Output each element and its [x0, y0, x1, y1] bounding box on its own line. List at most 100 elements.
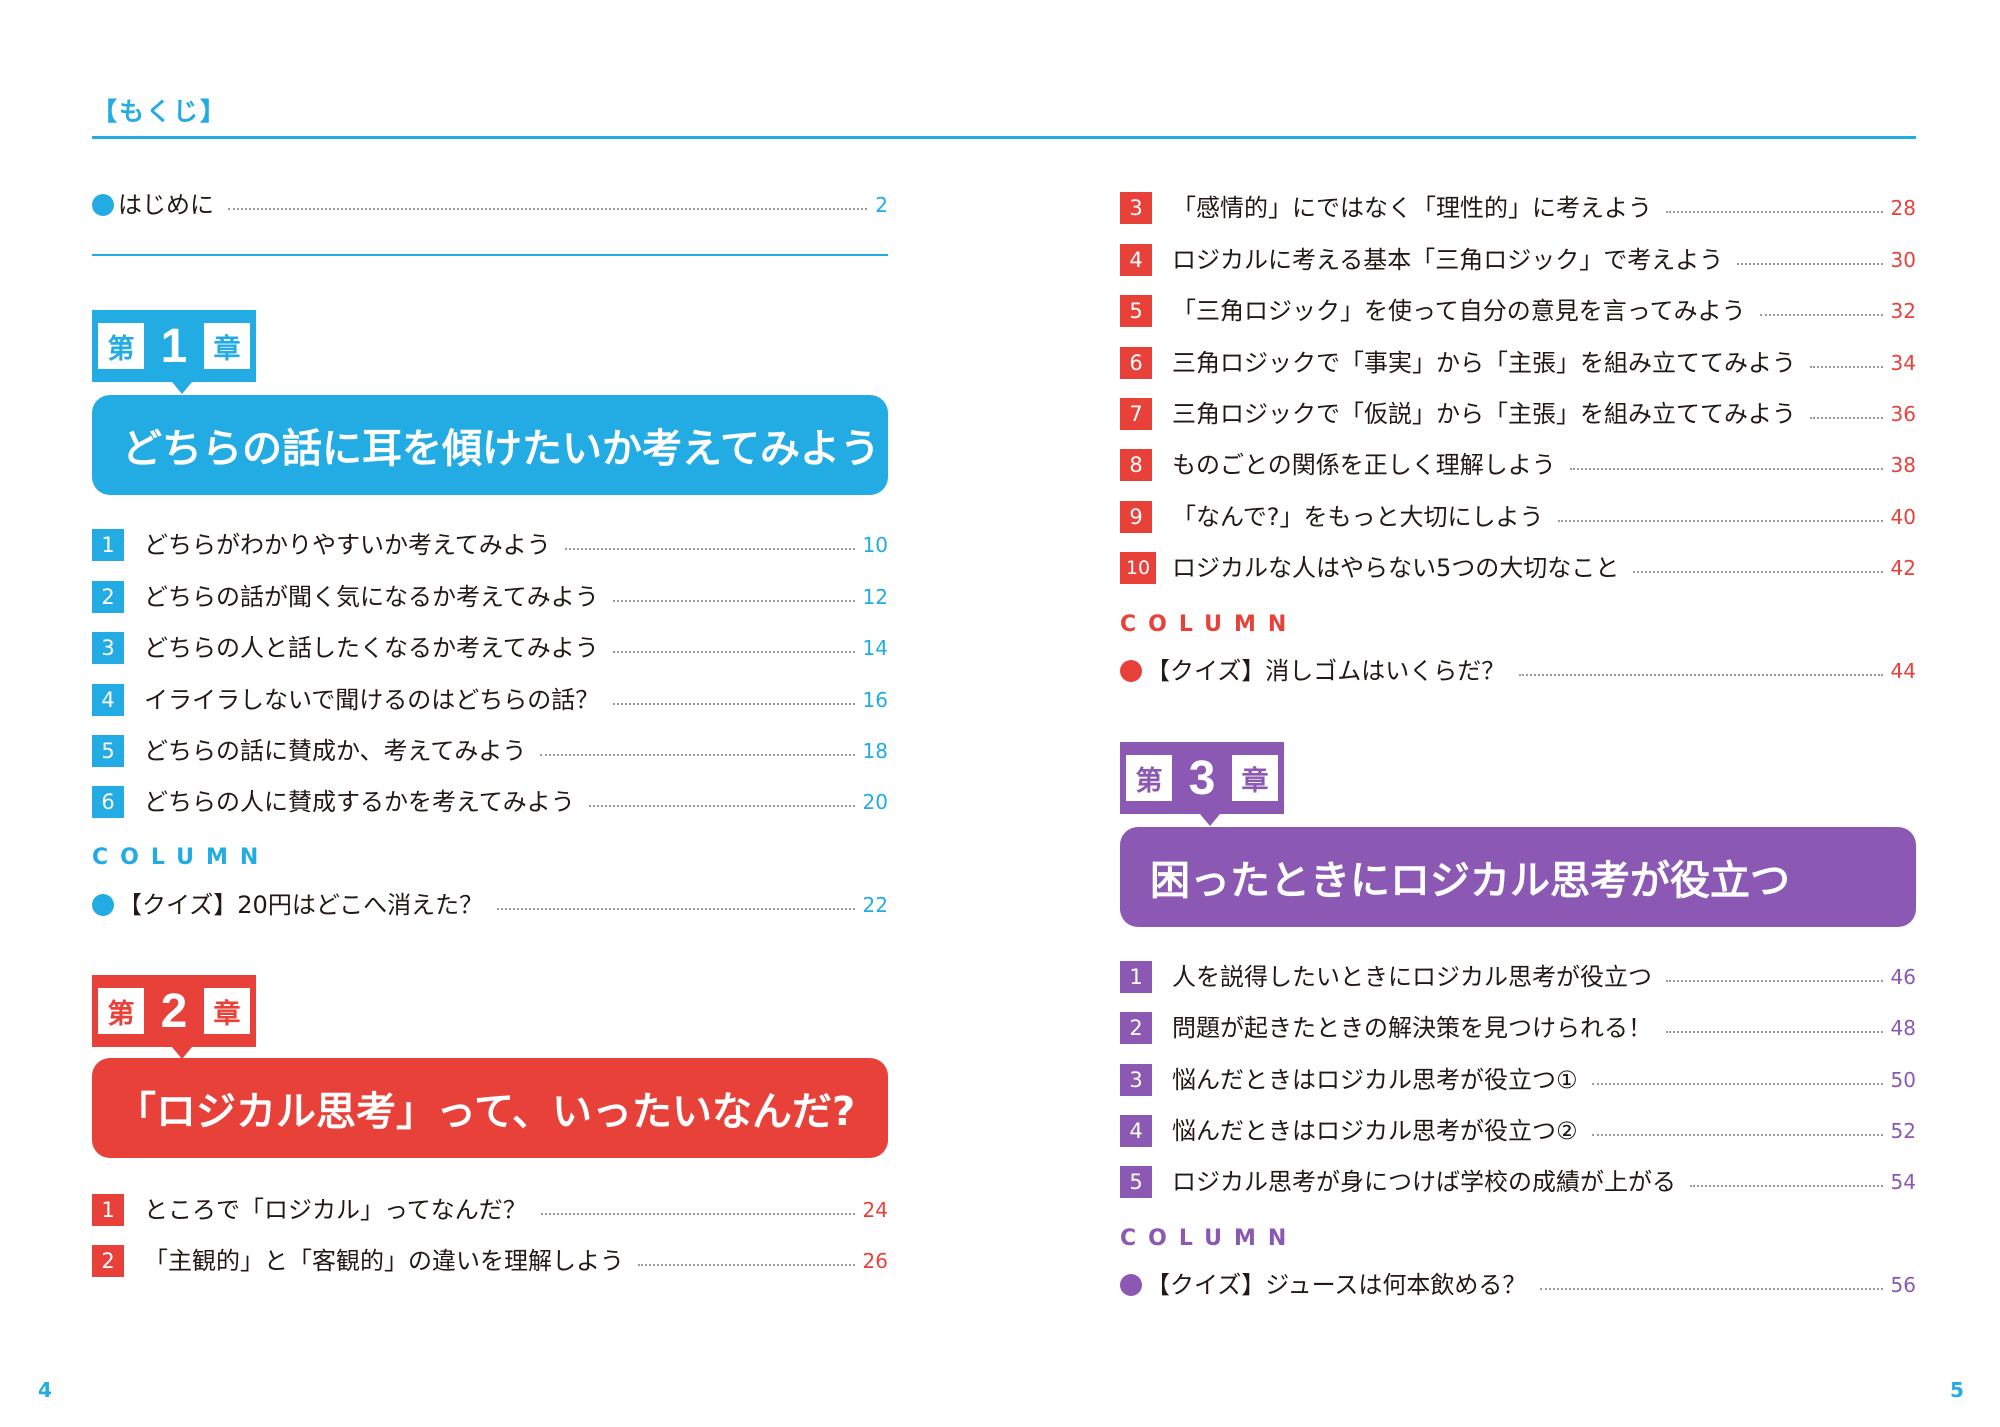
chapter-2-title[interactable]: 「ロジカル思考」って、いったいなんだ? [92, 1058, 888, 1158]
item-number: 7 [1120, 398, 1152, 430]
toc-row[interactable]: 1 どちらがわかりやすいか考えてみよう 10 [92, 525, 888, 565]
item-number: 5 [92, 735, 124, 767]
toc-row[interactable]: 2 問題が起きたときの解決策を見つけられる！ 48 [1120, 1008, 1916, 1048]
dotted-leader [1540, 1288, 1883, 1290]
toc-row[interactable]: 5 ロジカル思考が身につけば学校の成績が上がる 54 [1120, 1162, 1916, 1202]
page-ref: 56 [1890, 1273, 1916, 1297]
dotted-leader [1690, 1185, 1883, 1187]
dotted-leader [1666, 980, 1883, 982]
toc-title: ロジカル思考が身につけば学校の成績が上がる [1172, 1168, 1676, 1196]
toc-row[interactable]: 3 「感情的」にではなく「理性的」に考えよう 28 [1120, 188, 1916, 228]
item-number: 3 [1120, 192, 1152, 224]
item-number: 4 [1120, 1115, 1152, 1147]
toc-title: どちらの話が聞く気になるか考えてみよう [144, 583, 599, 611]
item-number: 2 [92, 581, 124, 613]
page-ref: 24 [862, 1198, 888, 1222]
dotted-leader [1737, 263, 1883, 265]
dotted-leader [564, 548, 855, 550]
item-number: 4 [92, 684, 124, 716]
chapter-number: 3 [1172, 752, 1232, 805]
item-number: 5 [1120, 1166, 1152, 1198]
toc-row-column[interactable]: 【クイズ】ジュースは何本飲める？ 56 [1120, 1265, 1916, 1305]
page-ref: 40 [1890, 505, 1916, 529]
toc-row-intro[interactable]: はじめに 2 [92, 185, 888, 225]
toc-row[interactable]: 1 ところで「ロジカル」ってなんだ？ 24 [92, 1190, 888, 1230]
chapter-number: 1 [144, 320, 204, 373]
page-ref: 12 [862, 585, 888, 609]
toc-row[interactable]: 2 「主観的」と「客観的」の違いを理解しよう 26 [92, 1241, 888, 1281]
toc-row[interactable]: 6 どちらの人に賛成するかを考えてみよう 20 [92, 782, 888, 822]
item-number: 6 [92, 786, 124, 818]
toc-title: 【クイズ】20円はどこへ消えた？ [118, 891, 484, 919]
page-ref: 26 [862, 1249, 888, 1273]
item-number: 5 [1120, 295, 1152, 327]
toc-row-column[interactable]: 【クイズ】消しゴムはいくらだ？ 44 [1120, 651, 1916, 691]
header-rule [92, 136, 1916, 139]
chapter-3-title[interactable]: 困ったときにロジカル思考が役立つ [1120, 827, 1916, 927]
badge-pointer [172, 1047, 192, 1059]
dotted-leader [1519, 674, 1883, 676]
item-number: 4 [1120, 244, 1152, 276]
toc-row[interactable]: 2 どちらの話が聞く気になるか考えてみよう 12 [92, 577, 888, 617]
toc-row[interactable]: 3 どちらの人と話したくなるか考えてみよう 14 [92, 628, 888, 668]
toc-row[interactable]: 9 「なんで?」をもっと大切にしよう 40 [1120, 497, 1916, 537]
toc-title: 「三角ロジック」を使って自分の意見を言ってみよう [1172, 297, 1746, 325]
column-label: COLUMN [1120, 1226, 1299, 1251]
dotted-leader [638, 1264, 855, 1266]
page-ref: 14 [862, 636, 888, 660]
toc-row-column[interactable]: 【クイズ】20円はどこへ消えた？ 22 [92, 885, 888, 925]
item-number: 10 [1120, 552, 1156, 584]
toc-title: 問題が起きたときの解決策を見つけられる！ [1172, 1014, 1652, 1042]
chapter-suffix: 章 [204, 988, 250, 1034]
dotted-leader [228, 208, 868, 210]
toc-row[interactable]: 6 三角ロジックで「事実」から「主張」を組み立ててみよう 34 [1120, 343, 1916, 383]
dotted-leader [540, 754, 855, 756]
page-ref: 50 [1890, 1068, 1916, 1092]
toc-title: 「なんで?」をもっと大切にしよう [1172, 503, 1544, 531]
toc-row[interactable]: 4 イライラしないで聞けるのはどちらの話？ 16 [92, 680, 888, 720]
toc-title: ロジカルに考える基本「三角ロジック」で考えよう [1172, 246, 1724, 274]
toc-row[interactable]: 4 悩んだときはロジカル思考が役立つ② 52 [1120, 1111, 1916, 1151]
toc-row[interactable]: 5 「三角ロジック」を使って自分の意見を言ってみよう 32 [1120, 291, 1916, 331]
toc-row[interactable]: 5 どちらの話に賛成か、考えてみよう 18 [92, 731, 888, 771]
toc-row[interactable]: 3 悩んだときはロジカル思考が役立つ① 50 [1120, 1060, 1916, 1100]
chapter-prefix: 第 [1126, 755, 1172, 801]
toc-title: ところで「ロジカル」ってなんだ？ [144, 1196, 527, 1224]
chapter-prefix: 第 [98, 988, 144, 1034]
column-label: COLUMN [92, 845, 271, 870]
toc-title: ものごとの関係を正しく理解しよう [1172, 451, 1556, 479]
toc-row[interactable]: 8 ものごとの関係を正しく理解しよう 38 [1120, 445, 1916, 485]
toc-title: はじめに [118, 191, 214, 219]
page-ref: 36 [1890, 402, 1916, 426]
toc-title: どちらの話に賛成か、考えてみよう [144, 737, 527, 765]
page-ref: 2 [875, 193, 888, 217]
page-ref: 32 [1890, 299, 1916, 323]
toc-title: 人を説得したいときにロジカル思考が役立つ [1172, 963, 1652, 991]
bullet-dot [92, 894, 114, 916]
toc-title: 【クイズ】消しゴムはいくらだ？ [1146, 657, 1506, 685]
page-number-right: 5 [1950, 1378, 1964, 1402]
toc-row[interactable]: 7 三角ロジックで「仮説」から「主張」を組み立ててみよう 36 [1120, 394, 1916, 434]
chapter-suffix: 章 [1232, 755, 1278, 801]
item-number: 3 [92, 632, 124, 664]
chapter-1-title[interactable]: どちらの話に耳を傾けたいか考えてみよう [92, 395, 888, 495]
toc-title: 「感情的」にではなく「理性的」に考えよう [1172, 194, 1652, 222]
chapter-2-badge: 第 2 章 [92, 975, 256, 1059]
toc-title: どちらの人と話したくなるか考えてみよう [144, 634, 599, 662]
dotted-leader [1633, 571, 1883, 573]
page-ref: 34 [1890, 351, 1916, 375]
toc-row[interactable]: 10 ロジカルな人はやらない5つの大切なこと 42 [1120, 548, 1916, 588]
toc-title: どちらがわかりやすいか考えてみよう [144, 531, 551, 559]
toc-row[interactable]: 4 ロジカルに考える基本「三角ロジック」で考えよう 30 [1120, 240, 1916, 280]
toc-row[interactable]: 1 人を説得したいときにロジカル思考が役立つ 46 [1120, 957, 1916, 997]
bullet-dot [1120, 660, 1142, 682]
dotted-leader [1557, 520, 1883, 522]
toc-title: 【クイズ】ジュースは何本飲める？ [1146, 1271, 1527, 1299]
toc-title: 三角ロジックで「事実」から「主張」を組み立ててみよう [1172, 349, 1796, 377]
dotted-leader [1810, 366, 1883, 368]
page-ref: 38 [1890, 453, 1916, 477]
toc-title: イライラしないで聞けるのはどちらの話？ [144, 686, 600, 714]
chapter-3-badge: 第 3 章 [1120, 742, 1284, 826]
toc-title: 三角ロジックで「仮説」から「主張」を組み立ててみよう [1172, 400, 1796, 428]
badge-pointer [172, 382, 192, 394]
